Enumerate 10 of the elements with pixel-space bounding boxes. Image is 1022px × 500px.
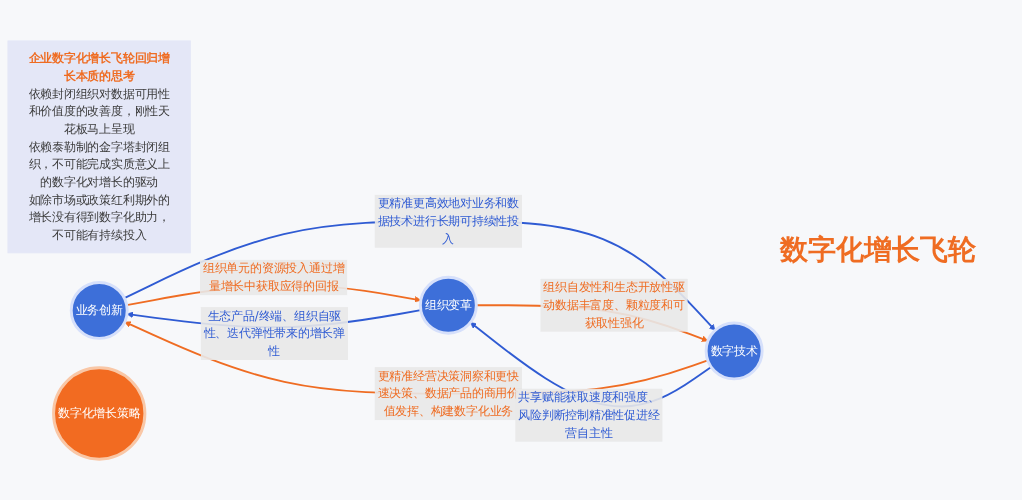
node-circle: 组织变革 bbox=[418, 275, 478, 335]
edge-label: 共享赋能获取速度和强度、风险判断控制精准性促进经营自主性 bbox=[518, 390, 660, 440]
edge-label: 生态产品/终端、组织自驱性、迭代弹性带来的增长弹性 bbox=[203, 308, 346, 358]
edge-label: 更精准更高效地对业务和数据技术进行长期可持续性投入 bbox=[377, 196, 520, 246]
node-circle: 数字化增长策略 bbox=[52, 366, 147, 461]
edge-label: 组织自发性和生态开放性驱动数据丰富度、颗粒度和可获取性强化 bbox=[543, 280, 685, 330]
edge-label: 组织单元的资源投入通过增量增长中获取应得的回报 bbox=[202, 261, 345, 293]
node-circle: 业务创新 bbox=[69, 280, 129, 340]
node-circle: 数字技术 bbox=[704, 321, 764, 381]
diagram-title: 数字化增长飞轮 bbox=[780, 231, 976, 268]
